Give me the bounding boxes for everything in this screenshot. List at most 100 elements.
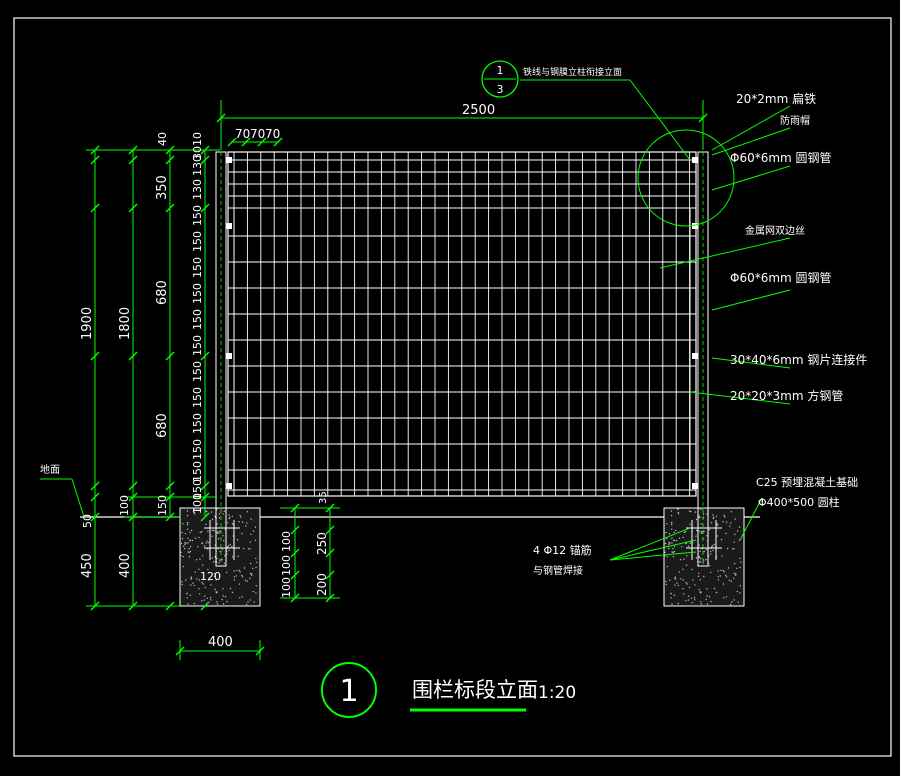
concrete-speckle	[670, 597, 672, 599]
callout-mesh: 金属网双边丝	[745, 224, 805, 237]
concrete-speckle	[703, 530, 705, 533]
dim-grid-label: 150	[191, 335, 204, 356]
detail-reference: 1 3	[481, 60, 519, 98]
concrete-speckle	[188, 556, 191, 558]
concrete-speckle	[250, 533, 252, 536]
concrete-speckle	[206, 597, 208, 599]
concrete-speckle	[187, 542, 189, 544]
concrete-speckle	[180, 555, 182, 557]
concrete-speckle	[683, 558, 685, 560]
concrete-speckle	[221, 548, 223, 551]
concrete-speckle	[682, 593, 685, 595]
drawing-scale: 1:20	[538, 683, 576, 703]
concrete-speckle	[193, 584, 195, 587]
concrete-speckle	[227, 545, 230, 547]
concrete-speckle	[251, 573, 253, 575]
concrete-speckle	[244, 579, 247, 581]
concrete-speckle	[205, 542, 207, 544]
concrete-speckle	[734, 518, 736, 520]
concrete-speckle	[241, 576, 244, 578]
concrete-speckle	[736, 530, 739, 532]
concrete-speckle	[678, 537, 681, 539]
dimension-tick	[90, 492, 100, 502]
concrete-speckle	[221, 598, 223, 601]
concrete-speckle	[728, 579, 731, 581]
concrete-speckle	[674, 529, 677, 532]
concrete-speckle	[698, 544, 700, 546]
concrete-speckle	[713, 543, 715, 546]
concrete-speckle	[181, 583, 183, 586]
concrete-speckle	[710, 600, 712, 603]
concrete-speckle	[223, 562, 226, 565]
concrete-speckle	[695, 557, 698, 559]
concrete-speckle	[706, 513, 708, 515]
concrete-speckle	[717, 524, 719, 526]
concrete-speckle	[682, 536, 684, 539]
concrete-speckle	[213, 529, 215, 532]
concrete-speckle	[226, 571, 228, 574]
concrete-speckle	[248, 548, 250, 550]
concrete-speckle	[193, 508, 195, 510]
concrete-speckle	[231, 515, 233, 518]
dim-fdn-right-2: 250	[315, 532, 329, 555]
concrete-speckle	[715, 591, 718, 594]
dim-spacing-3: 70	[265, 127, 280, 141]
concrete-speckle	[733, 599, 735, 601]
dimension-tick	[200, 155, 210, 165]
concrete-speckle	[670, 522, 673, 524]
concrete-speckle	[671, 542, 673, 544]
concrete-speckle	[184, 533, 187, 535]
concrete-speckle	[737, 601, 739, 603]
concrete-speckle	[729, 603, 732, 606]
concrete-speckle	[682, 579, 684, 581]
concrete-speckle	[195, 559, 198, 561]
concrete-speckle	[180, 542, 183, 545]
concrete-speckle	[249, 577, 251, 579]
concrete-speckle	[210, 584, 212, 586]
dim-grid-label: 150	[191, 283, 204, 304]
concrete-speckle	[219, 550, 221, 553]
concrete-speckle	[190, 577, 193, 580]
concrete-speckle	[700, 591, 702, 593]
concrete-speckle	[187, 537, 189, 539]
concrete-speckle	[211, 535, 213, 537]
concrete-speckle	[685, 564, 688, 566]
concrete-speckle	[190, 576, 192, 578]
concrete-speckle	[202, 583, 204, 585]
dim-foundation-400: 400	[118, 553, 133, 578]
concrete-speckle	[238, 569, 240, 572]
concrete-speckle	[219, 575, 221, 578]
dim-grid-label: 130	[191, 155, 204, 176]
concrete-speckle	[699, 579, 701, 581]
concrete-speckle	[200, 531, 203, 533]
concrete-speckle	[713, 516, 715, 518]
concrete-speckle	[716, 535, 719, 537]
concrete-speckle	[712, 514, 714, 516]
dimension-tick	[200, 481, 210, 491]
concrete-speckle	[677, 602, 679, 605]
concrete-speckle	[699, 530, 701, 532]
concrete-speckle	[668, 542, 670, 544]
concrete-speckle	[255, 557, 257, 560]
dimension-tick	[273, 137, 283, 147]
concrete-speckle	[708, 596, 711, 598]
dimension-tick	[175, 646, 185, 656]
concrete-speckle	[724, 516, 726, 518]
callout-flat-steel: 20*2mm 扁铁	[736, 92, 816, 106]
concrete-speckle	[216, 601, 218, 603]
concrete-speckle	[673, 539, 675, 542]
concrete-speckle	[240, 516, 242, 518]
dimension-tick	[325, 548, 335, 558]
callout-connector: 30*40*6mm 钢片连接件	[730, 352, 867, 367]
concrete-speckle	[184, 542, 186, 544]
connector-plate	[692, 223, 698, 229]
concrete-speckle	[671, 603, 673, 605]
dimension-tick	[165, 145, 175, 155]
concrete-speckle	[247, 601, 249, 603]
concrete-speckle	[673, 594, 676, 596]
concrete-speckle	[672, 547, 674, 550]
concrete-speckle	[710, 550, 712, 552]
concrete-speckle	[218, 562, 220, 564]
concrete-speckle	[733, 577, 735, 579]
concrete-speckle	[249, 572, 252, 575]
